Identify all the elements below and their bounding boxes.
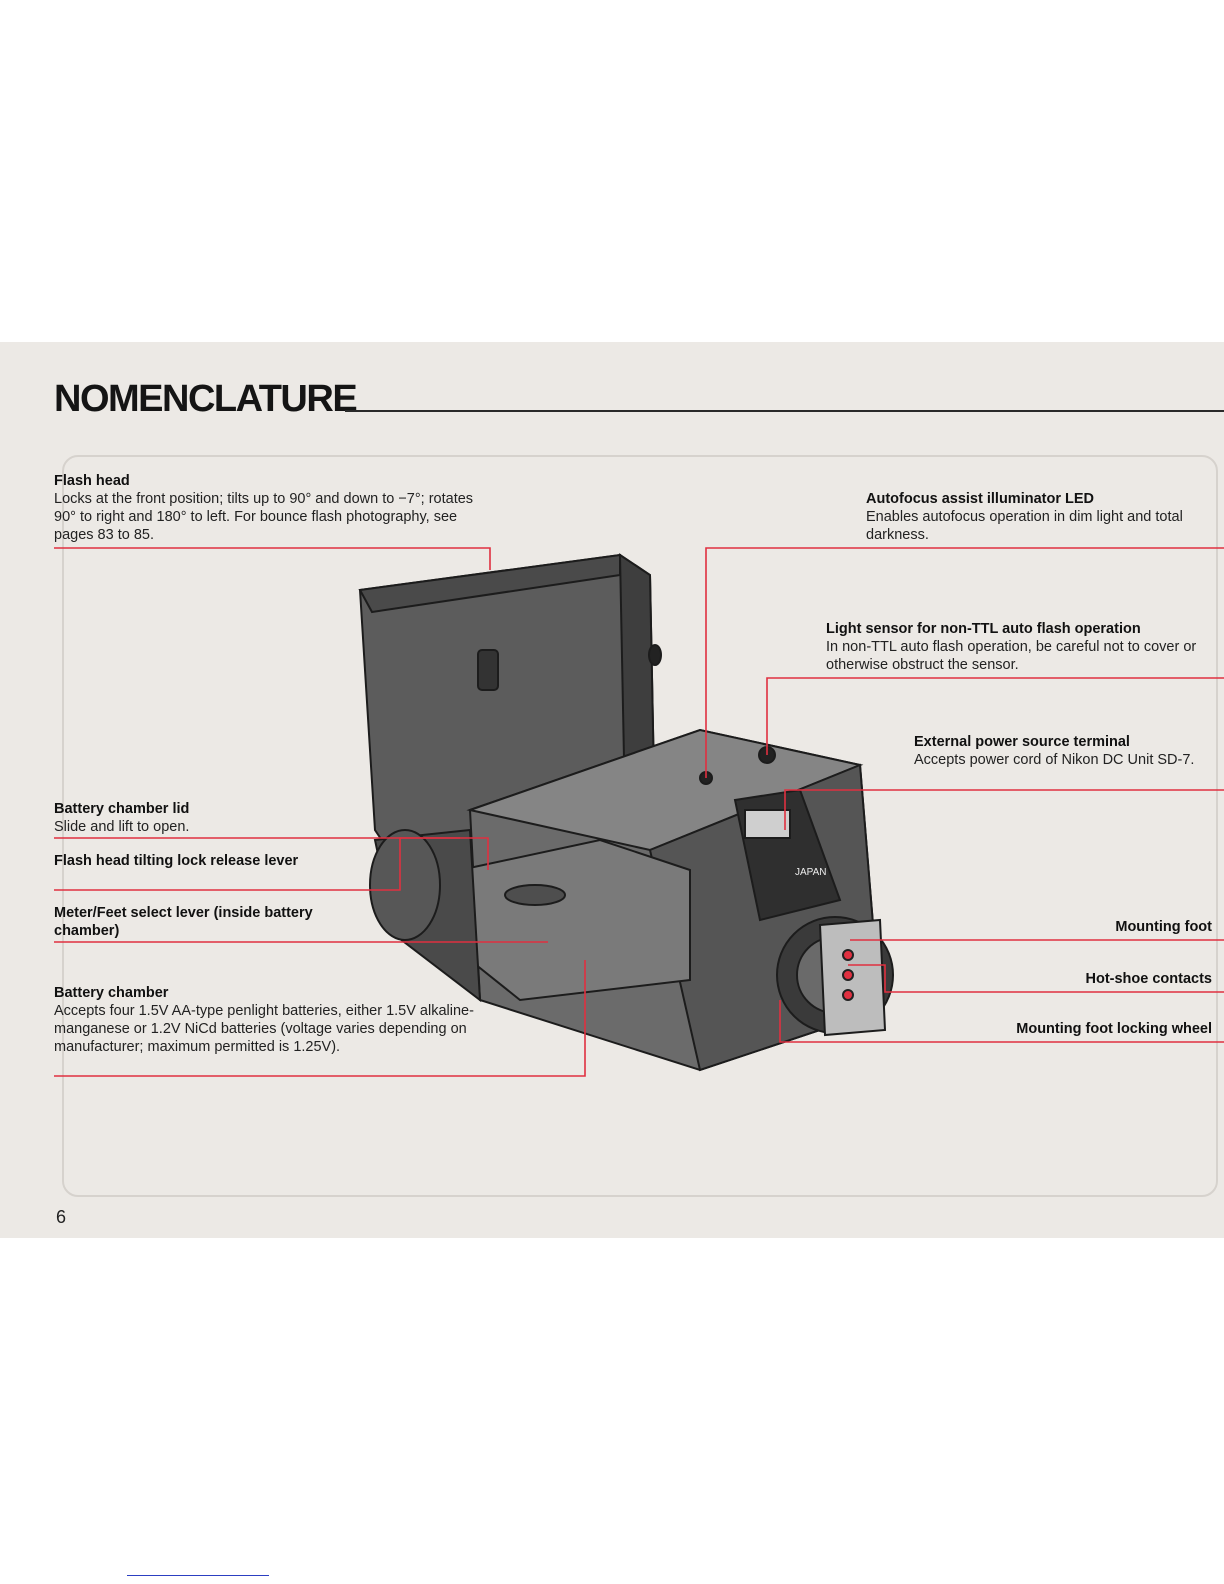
flash-head-heading: Flash head: [54, 473, 130, 489]
battery-chamber-heading: Battery chamber: [54, 985, 169, 1001]
leader-af-led: [705, 547, 1224, 778]
callout-tilt-lock: Flash head tilting lock release lever: [54, 852, 324, 870]
leader-light-sensor: [766, 677, 1224, 755]
callout-battery-lid: Battery chamber lid Slide and lift to op…: [54, 800, 414, 836]
callout-af-led: Autofocus assist illuminator LED Enables…: [866, 490, 1218, 544]
hotshoe-heading: Hot-shoe contacts: [1085, 971, 1213, 987]
leader-battery-chamber: [54, 960, 586, 1077]
locking-wheel-heading: Mounting foot locking wheel: [1016, 1021, 1212, 1037]
page-title: NOMENCLATURE: [54, 378, 358, 420]
flash-head-text: Locks at the front position; tilts up to…: [54, 491, 474, 543]
leader-locking-wheel: [779, 1000, 1224, 1043]
leader-hotshoe: [848, 964, 1224, 993]
japan-marking: JAPAN: [795, 867, 827, 878]
meter-feet-heading: Meter/Feet select lever (inside battery …: [54, 905, 313, 939]
bleed-through-frame: [62, 455, 1218, 1197]
battery-chamber-text: Accepts four 1.5V AA-type penlight batte…: [54, 1003, 474, 1055]
bottom-rule: [127, 1575, 269, 1576]
title-rule: [345, 410, 1224, 412]
battery-lid-heading: Battery chamber lid: [54, 801, 190, 817]
leader-flash-head: [54, 547, 491, 570]
light-sensor-heading: Light sensor for non-TTL auto flash oper…: [826, 621, 1141, 637]
callout-mounting-foot: Mounting foot: [1000, 918, 1212, 936]
ext-power-heading: External power source terminal: [914, 734, 1130, 750]
callout-meter-feet: Meter/Feet select lever (inside battery …: [54, 904, 314, 940]
mounting-foot-heading: Mounting foot: [1115, 919, 1212, 935]
leader-lines: [54, 547, 1224, 1077]
callout-battery-chamber: Battery chamber Accepts four 1.5V AA-typ…: [54, 984, 484, 1056]
page-number: 6: [56, 1207, 67, 1227]
tilt-lock-heading: Flash head tilting lock release lever: [54, 853, 299, 869]
battery-lid-text: Slide and lift to open.: [54, 819, 190, 835]
callout-hotshoe: Hot-shoe contacts: [980, 970, 1213, 988]
light-sensor-text: In non-TTL auto flash operation, be care…: [826, 639, 1197, 673]
callout-flash-head: Flash head Locks at the front position; …: [54, 472, 494, 544]
leader-tilt-lock: [54, 837, 489, 891]
callout-ext-power: External power source terminal Accepts p…: [914, 733, 1220, 769]
af-led-text: Enables autofocus operation in dim light…: [866, 509, 1183, 543]
af-led-heading: Autofocus assist illuminator LED: [866, 491, 1094, 507]
flash-unit-drawing: [358, 553, 894, 1072]
ext-power-text: Accepts power cord of Nikon DC Unit SD-7…: [914, 752, 1195, 768]
callout-locking-wheel: Mounting foot locking wheel: [940, 1020, 1212, 1038]
leader-ext-power: [784, 789, 1224, 830]
callout-light-sensor: Light sensor for non-TTL auto flash oper…: [826, 620, 1220, 674]
